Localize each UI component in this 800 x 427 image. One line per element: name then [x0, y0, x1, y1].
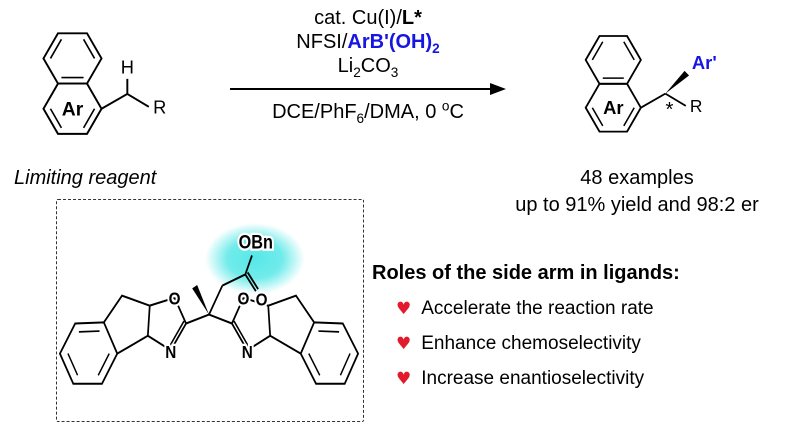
- reaction-arrow: [230, 83, 506, 95]
- role-item-1: ♥ Accelerate the reaction rate: [372, 298, 796, 320]
- conditions-line-2: NFSI/ArB'(OH)2: [224, 30, 512, 56]
- r-label: R: [153, 96, 166, 117]
- central-and-sidearm-bonds: [185, 255, 253, 325]
- roles-heading: Roles of the side arm in ligands:: [372, 262, 680, 284]
- right-cyclopentane: [267, 294, 315, 355]
- limiting-reagent-label: Limiting reagent: [14, 167, 157, 189]
- wedge-bond-arprime: [665, 70, 690, 94]
- boronic-acid-text: ArB'(OH)2: [347, 31, 440, 56]
- ligand-structure: OBn O O N O N: [58, 223, 360, 385]
- conditions-line-1: cat. Cu(I)/L*: [224, 6, 512, 30]
- left-o-label: O: [169, 288, 181, 308]
- base-sub-2: 2: [353, 65, 361, 80]
- solvent-dma-temp: /DMA, 0: [364, 101, 442, 123]
- ligand-bonds: [58, 255, 360, 385]
- right-benzene-inner: [308, 330, 351, 376]
- h-label: H: [121, 56, 134, 77]
- left-benzene-inner: [67, 330, 110, 376]
- role-text-1: Accelerate the reaction rate: [421, 298, 654, 319]
- substituent-bonds: [640, 92, 687, 109]
- reagent-structure: Ar H R: [42, 32, 168, 135]
- conditions-line-3: Li2CO3: [224, 54, 512, 80]
- product-stats: 48 examples up to 91% yield and 98:2 er: [478, 166, 796, 218]
- r-label: R: [690, 96, 703, 116]
- solvent-dce-phf: DCE/PhF: [272, 101, 357, 123]
- ar-prime-label: Ar': [692, 52, 717, 73]
- stereocenter-label: *: [665, 99, 673, 121]
- degree-symbol: o: [441, 98, 450, 114]
- examples-count: 48 examples: [580, 167, 694, 189]
- left-cn-double-bond: [168, 320, 185, 349]
- arrow-head: [490, 83, 506, 95]
- ligand-symbol: L*: [401, 7, 422, 29]
- carbonyl-double-bond: [244, 271, 259, 292]
- boron-formula: ArB'(OH): [347, 31, 433, 53]
- naphthalene-rings: [42, 32, 150, 135]
- right-o-label: O: [237, 288, 249, 308]
- boron-subscript: 2: [432, 41, 440, 56]
- conditions-line-4: DCE/PhF6/DMA, 0 oC: [224, 98, 512, 126]
- base-sub-3: 3: [390, 65, 399, 80]
- yield-er: up to 91% yield and 98:2 er: [515, 194, 759, 216]
- reaction-conditions: cat. Cu(I)/L* NFSI/ArB'(OH)2 Li2CO3 DCE/…: [224, 6, 512, 126]
- heart-icon: ♥: [396, 299, 412, 319]
- aromatic-inner-bonds: [49, 38, 96, 129]
- naphthalene-rings: [584, 35, 687, 133]
- side-arm-highlight: [205, 223, 305, 295]
- solvent-sub: 6: [356, 111, 365, 126]
- role-text-3: Increase enantioselectivity: [421, 368, 645, 389]
- role-item-3: ♥ Increase enantioselectivity: [372, 368, 796, 390]
- ring-top: [584, 35, 642, 85]
- right-cn-double-bond: [233, 320, 250, 349]
- catalyst-text: cat. Cu(I)/: [314, 7, 402, 29]
- left-cyclopentane: [103, 294, 151, 355]
- right-oxazoline: [231, 296, 272, 352]
- product-structure: Ar Ar' * R: [584, 35, 719, 133]
- carbonyl-o-label: O: [256, 290, 268, 310]
- obn-label: OBn: [239, 232, 273, 253]
- ligand-dashed-box: [56, 199, 364, 422]
- ring-bottom: [584, 82, 642, 133]
- aromatic-inner-bonds: [591, 41, 635, 127]
- base-co: CO: [360, 55, 391, 77]
- left-n-label: N: [165, 342, 176, 362]
- celsius: C: [449, 101, 464, 123]
- substituent-bonds: [101, 78, 150, 110]
- left-benzene-ring: [58, 321, 119, 385]
- role-text-2: Enhance chemoselectivity: [421, 333, 641, 354]
- aryl-label: Ar: [62, 98, 84, 120]
- role-item-2: ♥ Enhance chemoselectivity: [372, 333, 796, 355]
- base-li: Li: [337, 55, 354, 77]
- methyl-wedge-bond: [192, 285, 209, 315]
- ring-top: [42, 32, 103, 85]
- heart-icon: ♥: [396, 369, 412, 389]
- nfsi-text: NFSI/: [296, 31, 348, 53]
- left-oxazoline: [146, 296, 187, 352]
- aryl-label: Ar: [603, 97, 623, 118]
- heart-icon: ♥: [396, 334, 412, 354]
- right-n-label: N: [242, 342, 253, 362]
- ring-bottom: [42, 82, 103, 135]
- roles-panel: Roles of the side arm in ligands: ♥ Acce…: [372, 262, 796, 390]
